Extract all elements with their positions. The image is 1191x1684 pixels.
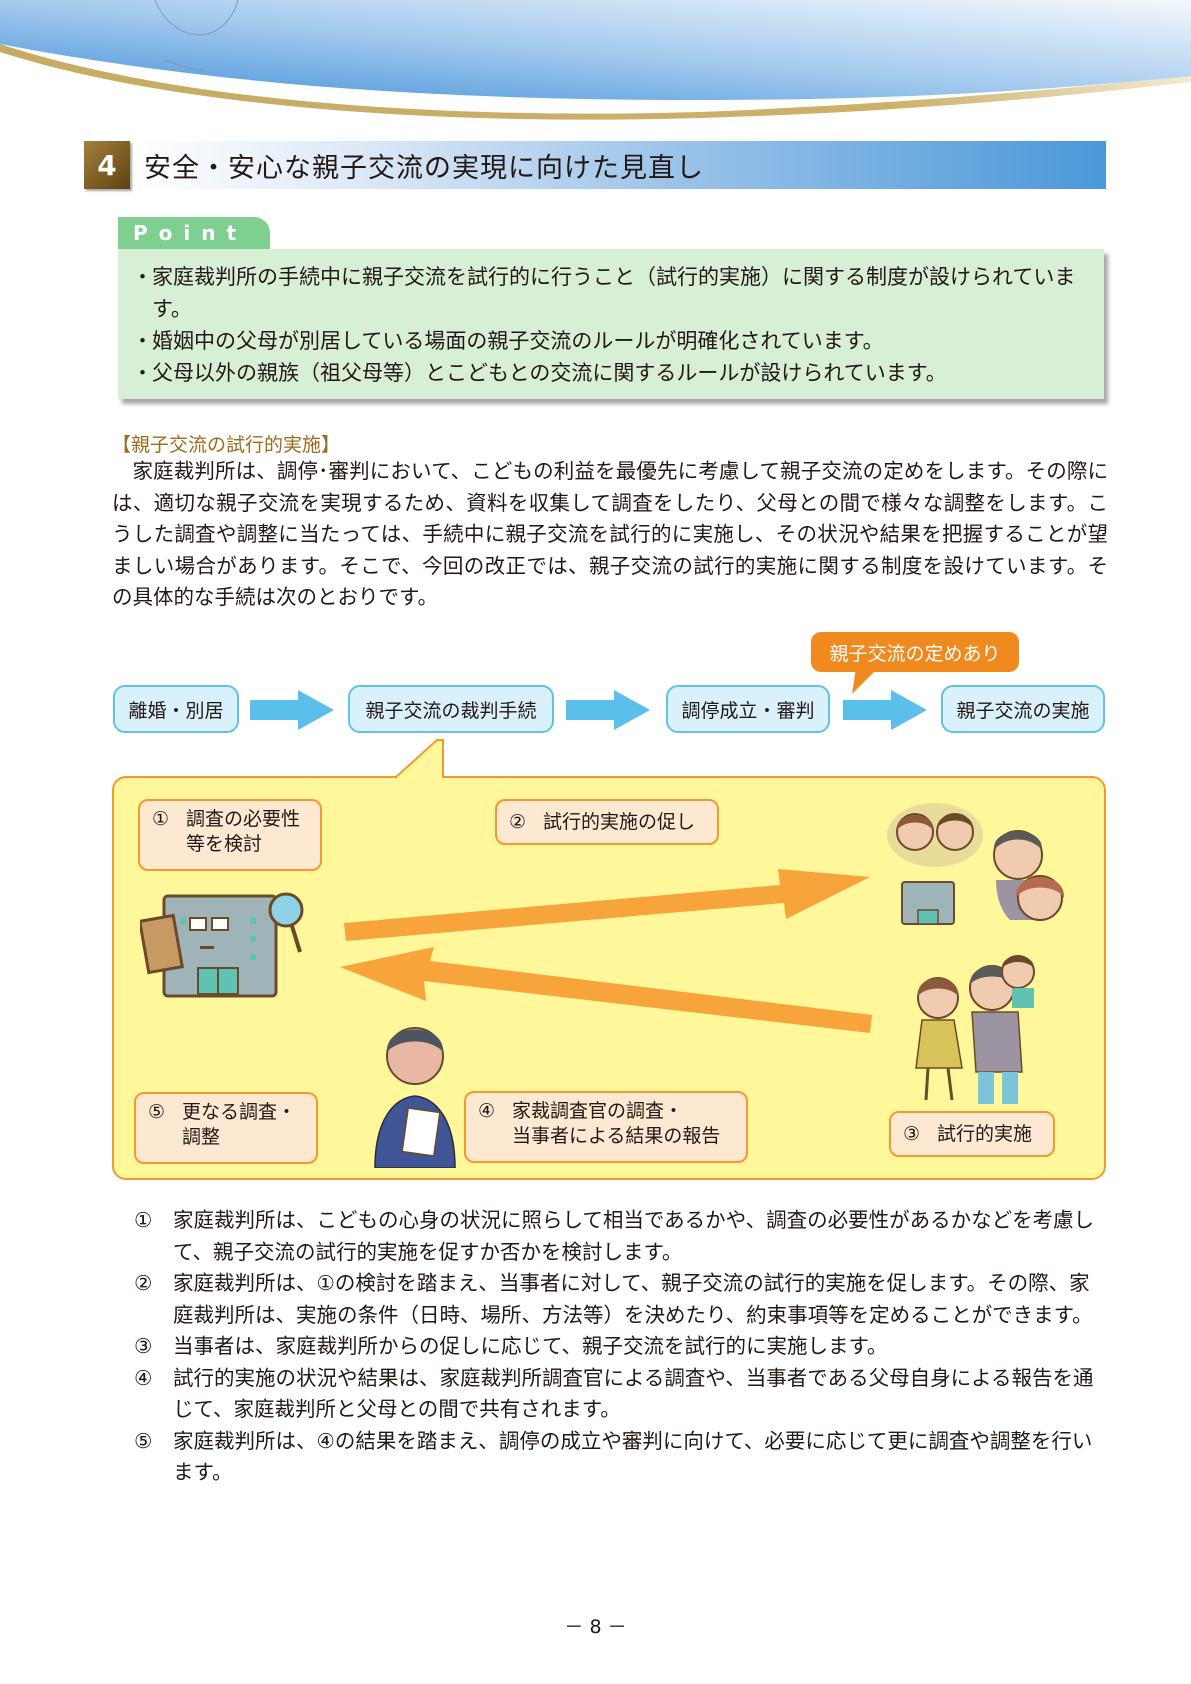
point-item: ・ 家庭裁判所の手続中に親子交流を試行的に行うこと（試行的実施）に関する制度が設… [132, 261, 1090, 325]
step-label: 等を検討 [186, 833, 263, 855]
arrow-right-icon [344, 869, 870, 941]
flow-step-divorce: 離婚・別居 [113, 685, 239, 733]
bullet: ・ [132, 265, 153, 289]
point-item: ・ 婚姻中の父母が別居している場面の親子交流のルールが明確化されています。 [132, 325, 1090, 357]
section-title-bar: 安全・安心な親子交流の実現に向けた見直し [134, 141, 1106, 189]
court-building-illustration-icon [140, 892, 304, 998]
body-paragraph: 家庭裁判所は、調停･審判において、こどもの利益を最優先に考慮して親子交流の定めを… [112, 459, 1108, 609]
process-step-3: ③ 試行的実施 [889, 1111, 1055, 1157]
section-number-badge: 4 [84, 141, 130, 189]
explanation-list: ① 家庭裁判所は、こどもの心身の状況に照らして相当であるかや、調査の必要性がある… [134, 1205, 1104, 1489]
arrow-left-icon [340, 947, 872, 1033]
list-number: ③ [134, 1334, 153, 1358]
list-text: 家庭裁判所は、①の検討を踏まえ、当事者に対して、親子交流の試行的実施を促します。… [173, 1271, 1093, 1327]
step-label: 家裁調査官の調査・ [512, 1100, 684, 1122]
flow-step-visitation: 親子交流の実施 [941, 685, 1105, 733]
step-number: ⑤ [148, 1101, 166, 1123]
callout-visitation-determined: 親子交流の定めあり [811, 632, 1019, 672]
list-item: ③ 当事者は、家庭裁判所からの促しに応じて、親子交流を試行的に実施します。 [134, 1331, 1104, 1363]
list-item: ④ 試行的実施の状況や結果は、家庭裁判所調査官による調査や、当事者である父母自身… [134, 1363, 1104, 1426]
step-number: ④ [478, 1100, 496, 1122]
step-label: 調査の必要性 [186, 808, 301, 830]
step-number: ① [152, 808, 170, 830]
bullet: ・ [132, 329, 153, 353]
list-number: ④ [134, 1365, 153, 1390]
point-summary-box: ・ 家庭裁判所の手続中に親子交流を試行的に行うこと（試行的実施）に関する制度が設… [118, 249, 1104, 399]
section-heading: 4 安全・安心な親子交流の実現に向けた見直し [84, 141, 1106, 189]
point-label-tab: Point [118, 217, 270, 249]
process-step-5: ⑤ 更なる調査・ 調整 [134, 1092, 318, 1164]
process-arrows [340, 869, 872, 1033]
flow-arrow-icon [843, 690, 927, 730]
top-banner-decoration [0, 0, 1191, 120]
flow-step-mediation: 調停成立・審判 [666, 685, 830, 733]
list-text: 試行的実施の状況や結果は、家庭裁判所調査官による調査や、当事者である父母自身によ… [173, 1365, 1094, 1422]
panel-tail [395, 739, 444, 779]
step-label: 試行的実施の促し [543, 810, 696, 833]
flow-arrow-icon [566, 690, 650, 730]
process-step-4: ④ 家裁調査官の調査・ 当事者による結果の報告 [464, 1091, 748, 1163]
step-label: 当事者による結果の報告 [512, 1125, 721, 1147]
list-text: 当事者は、家庭裁判所からの促しに応じて、親子交流を試行的に実施します。 [173, 1334, 888, 1358]
subsection-title: 【親子交流の試行的実施】 [112, 434, 341, 456]
bullet: ・ [132, 361, 153, 385]
process-step-1: ① 調査の必要性 等を検討 [138, 799, 322, 871]
list-number: ① [134, 1208, 153, 1232]
page-number: － 8 － [564, 1616, 627, 1638]
step-label: 調整 [182, 1126, 221, 1148]
family-walking-illustration-icon [915, 955, 1035, 1104]
list-text: 家庭裁判所は、④の結果を踏まえ、調停の成立や審判に向けて、必要に応じて更に調査や… [173, 1428, 1093, 1485]
flow-arrow-icon [250, 690, 334, 730]
list-item: ⑤ 家庭裁判所は、④の結果を踏まえ、調停の成立や審判に向けて、必要に応じて更に調… [134, 1426, 1104, 1489]
list-number: ② [134, 1271, 153, 1295]
list-number: ⑤ [134, 1428, 153, 1453]
family-consultation-illustration-icon [887, 803, 1065, 925]
step-label: 試行的実施 [937, 1122, 1033, 1145]
list-text: 家庭裁判所は、こどもの心身の状況に照らして相当であるかや、調査の必要性があるかな… [173, 1208, 1095, 1264]
point-text: 婚姻中の父母が別居している場面の親子交流のルールが明確化されています。 [152, 329, 884, 353]
court-investigator-illustration-icon [374, 1027, 456, 1168]
flow-step-court-procedure: 親子交流の裁判手続 [348, 685, 554, 733]
point-item: ・ 父母以外の親族（祖父母等）とこどもとの交流に関するルールが設けられています。 [132, 357, 1090, 389]
point-text: 父母以外の親族（祖父母等）とこどもとの交流に関するルールが設けられています。 [152, 361, 947, 385]
section-title: 安全・安心な親子交流の実現に向けた見直し [144, 152, 704, 184]
point-text: 家庭裁判所の手続中に親子交流を試行的に行うこと（試行的実施）に関する制度が設けら… [152, 265, 1076, 321]
step-label: 更なる調査・ [182, 1101, 297, 1123]
step-number: ② [509, 810, 527, 833]
list-item: ① 家庭裁判所は、こどもの心身の状況に照らして相当であるかや、調査の必要性がある… [134, 1205, 1104, 1268]
step-number: ③ [903, 1122, 921, 1145]
callout-tail [852, 668, 878, 694]
process-step-2: ② 試行的実施の促し [495, 799, 719, 845]
list-item: ② 家庭裁判所は、①の検討を踏まえ、当事者に対して、親子交流の試行的実施を促しま… [134, 1268, 1104, 1331]
